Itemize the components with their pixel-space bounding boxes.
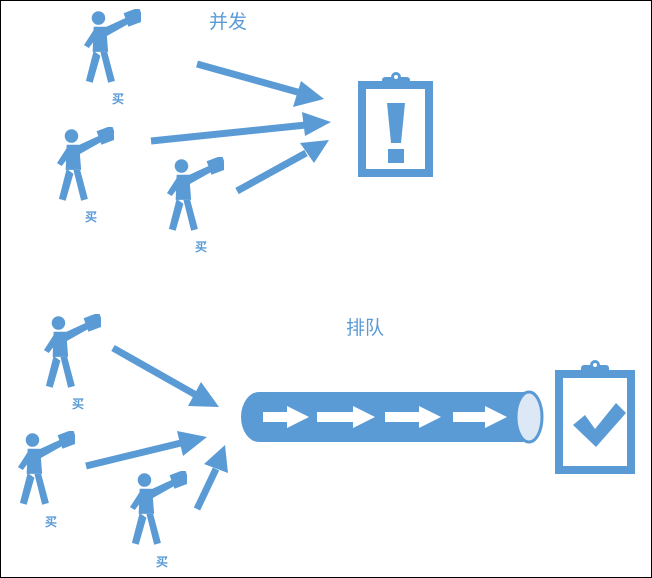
- queue-buyer-1: [43, 314, 101, 388]
- queue-buyer-3: [129, 471, 187, 545]
- concurrent-buyer-3: [166, 157, 224, 231]
- concurrent-title: 并发: [209, 11, 248, 33]
- concurrent-buyer-1-label: 买: [112, 92, 125, 106]
- queue-arrows: [85, 344, 228, 511]
- concurrent-buyer-2: [56, 127, 114, 201]
- pipe-flow-arrows: [263, 406, 507, 428]
- queue-pipe-icon: [241, 390, 544, 444]
- clipboard-check-icon: [555, 360, 635, 474]
- queue-title: 排队: [346, 317, 385, 339]
- queue-buyer-3-label: 买: [156, 555, 169, 569]
- clipboard-exclamation-icon: [358, 72, 433, 177]
- queue-buyer-2: [17, 431, 75, 505]
- concurrent-buyer-1: [83, 9, 141, 83]
- concurrent-buyer-3-label: 买: [195, 240, 208, 254]
- concurrent-arrows: [150, 60, 331, 195]
- concurrent-buyer-2-label: 买: [85, 210, 98, 224]
- queue-buyer-2-label: 买: [45, 515, 58, 529]
- queue-buyer-1-label: 买: [72, 397, 85, 411]
